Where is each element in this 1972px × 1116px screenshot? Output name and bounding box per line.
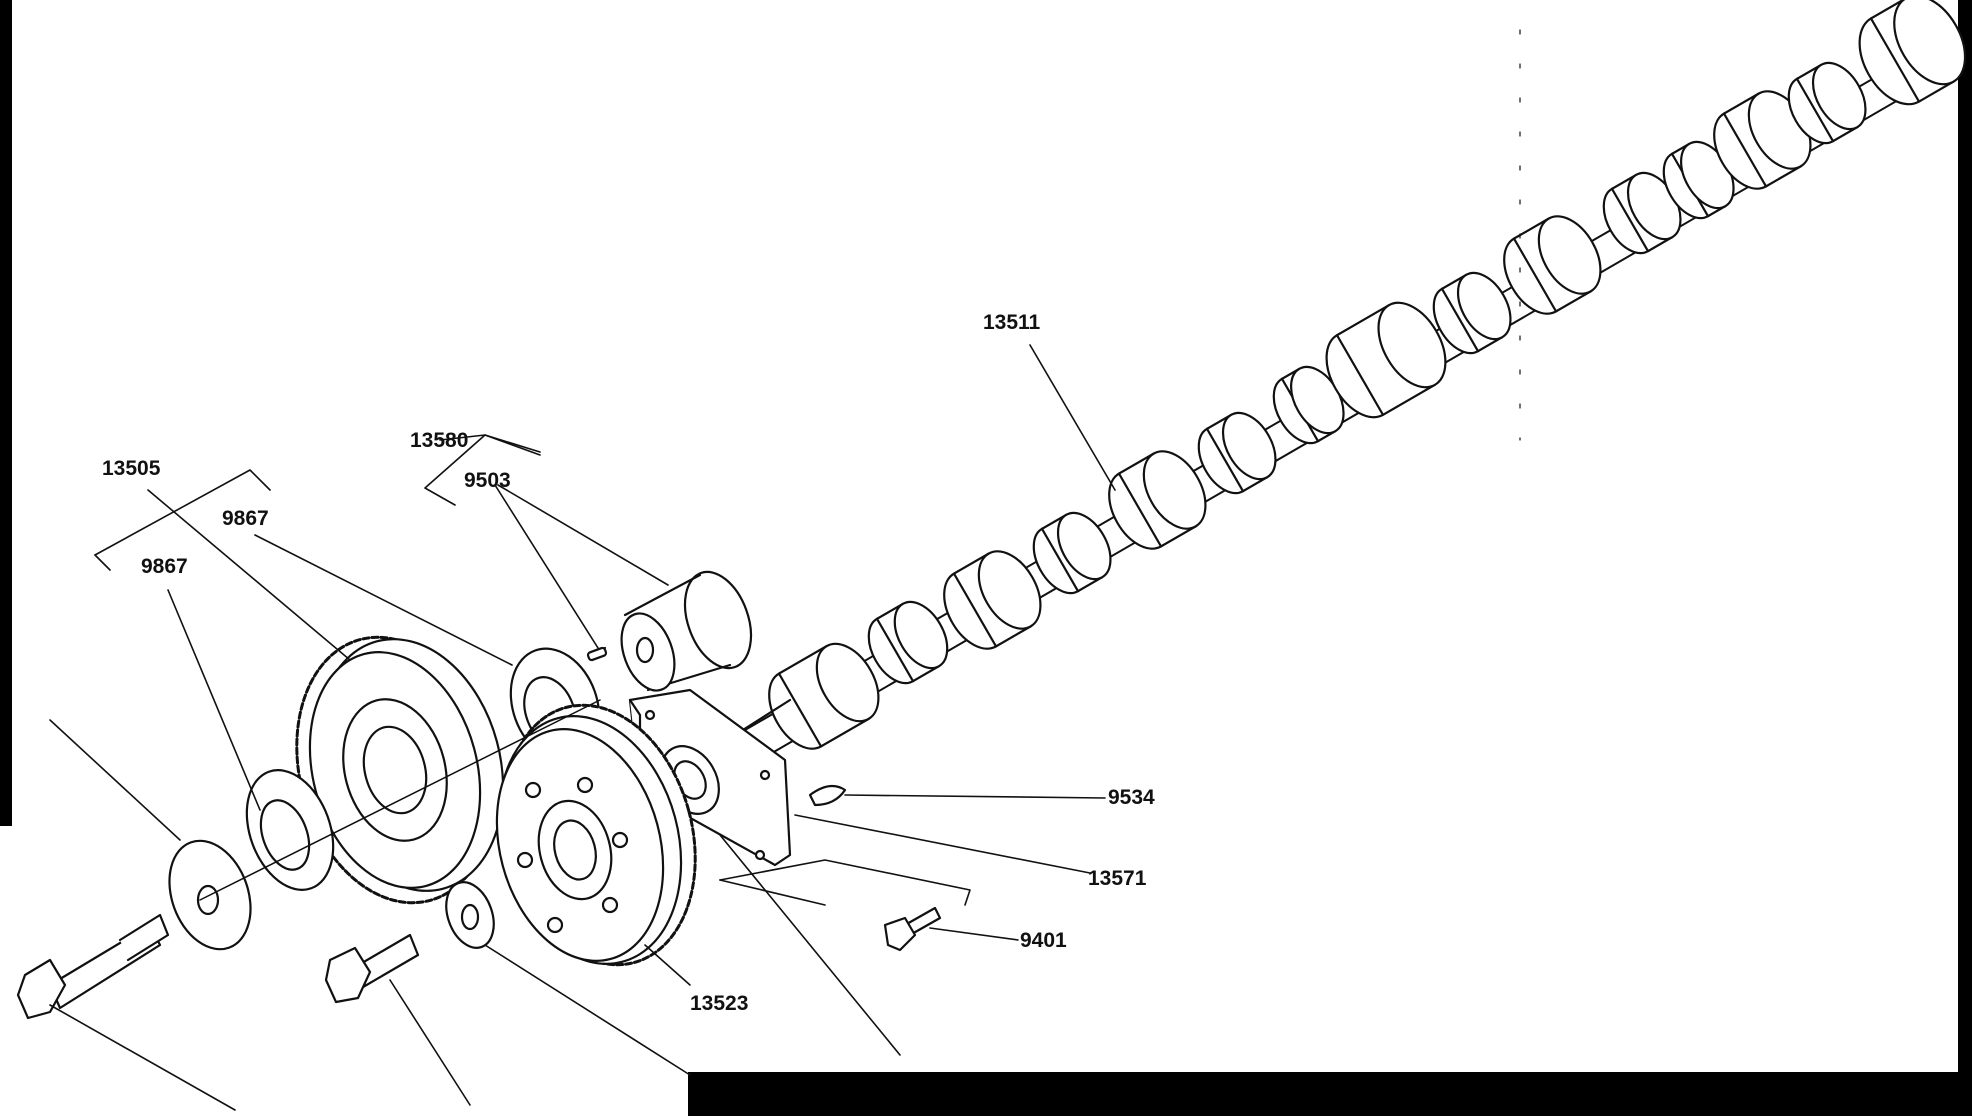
bolt-short bbox=[324, 933, 420, 1004]
callout-9534: 9534 bbox=[1108, 786, 1155, 809]
bolt-thrust bbox=[883, 906, 942, 952]
spacer-bushing bbox=[586, 570, 753, 692]
scan-edge-right bbox=[1958, 0, 1972, 1116]
callout-13523: 13523 bbox=[690, 992, 749, 1015]
camshaft bbox=[733, 0, 1967, 772]
callout-9867-upper: 9867 bbox=[222, 507, 269, 530]
scan-edge-bottom bbox=[688, 1072, 1972, 1116]
washer-front-lower bbox=[245, 769, 335, 891]
woodruff-key bbox=[808, 784, 847, 807]
scan-edge-left bbox=[0, 0, 12, 826]
crank-gear bbox=[495, 703, 697, 967]
callout-13571: 13571 bbox=[1088, 867, 1147, 890]
callout-9401: 9401 bbox=[1020, 929, 1067, 952]
washer-bolt bbox=[445, 881, 495, 949]
leader-lines bbox=[49, 344, 1116, 1111]
bolt-long bbox=[16, 913, 170, 1020]
callout-9867-lower: 9867 bbox=[141, 555, 188, 578]
callout-13511: 13511 bbox=[983, 311, 1041, 334]
assembly-axis bbox=[199, 699, 601, 901]
callout-9503: 9503 bbox=[464, 469, 511, 492]
camshaft-gear bbox=[295, 635, 505, 905]
callout-13580: 13580 bbox=[410, 429, 469, 452]
callout-13505: 13505 bbox=[102, 457, 161, 480]
